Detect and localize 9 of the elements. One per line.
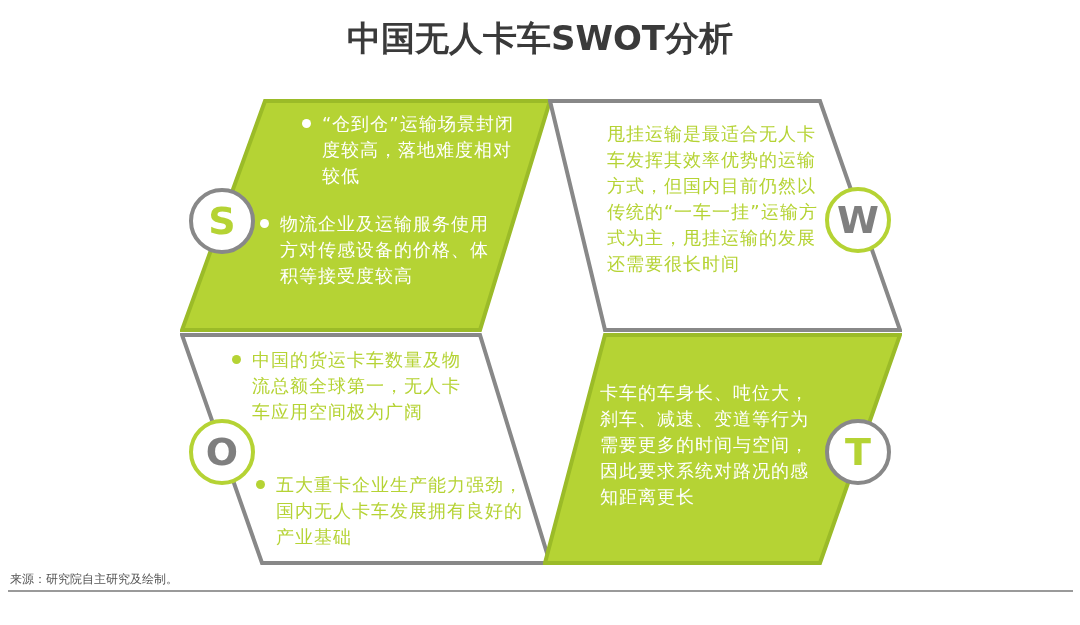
panel-text: 卡车的车身长、吨位大，刹车、减速、变道等行为需要更多的时间与空间，因此要求系统对路况的感知距离更长 bbox=[600, 381, 810, 509]
letter-circle: O bbox=[189, 419, 255, 485]
bullet-text: 中国的货运卡车数量及物流总额全球第一，无人卡车应用空间极为广阔 bbox=[252, 348, 462, 424]
title: 中国无人卡车SWOT分析 bbox=[345, 17, 735, 60]
bullet-text: 物流企业及运输服务使用方对传感设备的价格、体积等接受度较高 bbox=[280, 212, 490, 288]
bullet-text: “仓到仓”运输场景封闭度较高，落地难度相对较低 bbox=[322, 112, 514, 188]
source-note: 来源：研究院自主研究及绘制。 bbox=[10, 571, 178, 588]
bullet-text: 五大重卡企业生产能力强劲，国内无人卡车发展拥有良好的产业基础 bbox=[276, 473, 524, 549]
panel-text: 甩挂运输是最适合无人卡车发挥其效率优势的运输方式，但国内目前仍然以传统的“一车一挂”运输方式为主，甩挂运输的发展还需要很长时间 bbox=[607, 122, 818, 276]
